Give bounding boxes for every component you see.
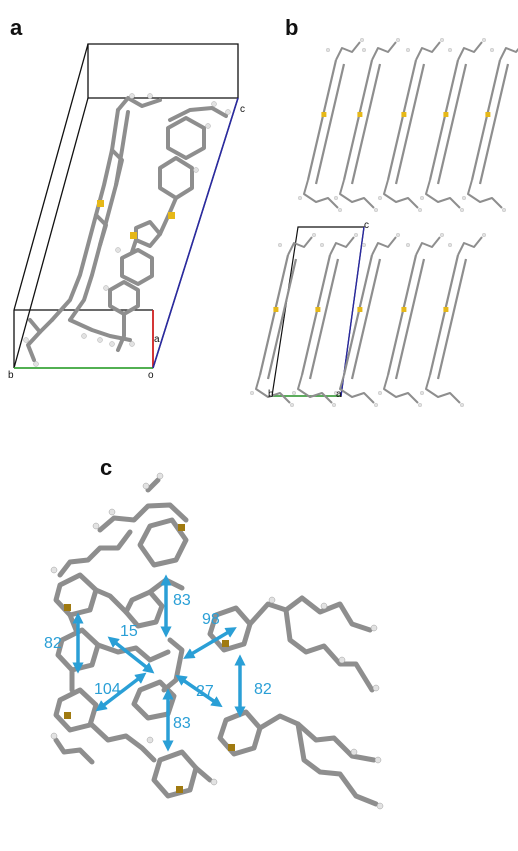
panel-a-axis-c-line <box>152 97 239 369</box>
panel-b-molecule <box>420 38 487 212</box>
panel-c-hydrogens <box>50 472 384 810</box>
panel-b-label: b <box>285 15 298 40</box>
distance-label-82-right: 82 <box>254 681 272 698</box>
distance-label-98: 98 <box>202 611 220 628</box>
panel-a-molecule-left <box>26 96 162 362</box>
panel-b-molecule <box>334 232 401 408</box>
panel-b-axis-c-label: c <box>364 220 369 231</box>
panel-c: c <box>44 455 384 810</box>
panel-b-molecule <box>420 232 487 408</box>
panel-a: a <box>8 15 245 381</box>
panel-b-molecule <box>298 38 365 212</box>
panel-a-sulfur-right <box>130 212 175 239</box>
arrow-15 <box>107 636 155 674</box>
panel-b-molecule <box>292 232 359 408</box>
panel-b-molecule <box>249 232 317 408</box>
panel-b: b c b a <box>249 15 518 408</box>
panel-b-molecule-stack <box>249 38 518 408</box>
distance-label-83-bottom: 83 <box>173 715 191 732</box>
panel-a-hydrogens <box>23 93 231 367</box>
arrow-104 <box>95 672 147 712</box>
distance-label-15: 15 <box>120 623 138 640</box>
panel-b-molecule <box>378 38 445 212</box>
panel-b-axis-b-label: b <box>268 389 274 400</box>
panel-b-axis-a-label: a <box>336 389 342 400</box>
panel-a-axis-a-label: a <box>154 334 160 345</box>
panel-c-label: c <box>100 455 112 480</box>
panel-c-contact-arrows <box>72 574 246 752</box>
distance-label-27: 27 <box>196 683 214 700</box>
panel-a-axis-c-label: c <box>240 104 245 115</box>
panel-b-molecule <box>378 232 445 408</box>
distance-label-83-top: 83 <box>173 592 191 609</box>
arrow-98 <box>183 627 237 659</box>
panel-b-molecule <box>462 47 518 212</box>
panel-c-molecules <box>53 477 379 807</box>
panel-a-molecule-right <box>108 106 228 352</box>
distance-label-82-left: 82 <box>44 635 62 652</box>
panel-c-distance-labels: 83 98 15 82 104 27 82 83 <box>44 592 272 732</box>
panel-b-molecule <box>334 38 401 212</box>
panel-a-sulfur-left <box>97 200 104 207</box>
arrow-27 <box>175 674 223 708</box>
panel-a-axis-o-label: o <box>148 370 154 381</box>
panel-a-label: a <box>10 15 23 40</box>
distance-label-104: 104 <box>94 681 121 698</box>
panel-a-axis-b-label: b <box>8 370 14 381</box>
